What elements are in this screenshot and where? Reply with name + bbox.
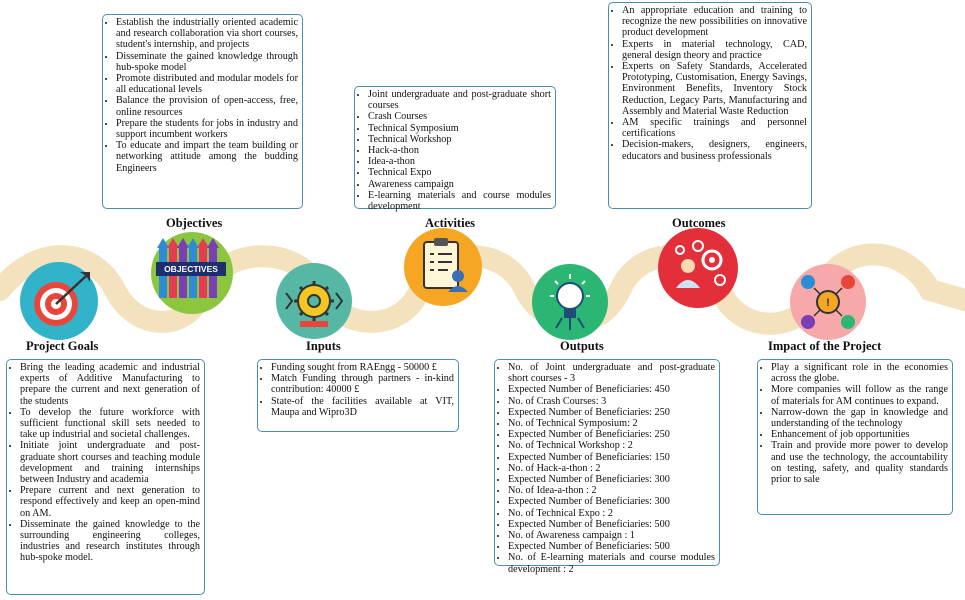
list-item: Expected Number of Beneficiaries: 300 [508,474,715,485]
list-item: To develop the future workforce with suf… [20,407,200,441]
inputs-box: Funding sought from RAEngg - 50000 £ Mat… [257,359,459,432]
list-item: No. of Idea-a-thon : 2 [508,485,715,496]
list-item: No. of Joint undergraduate and post-grad… [508,362,715,384]
outcomes-title: Outcomes [672,216,726,230]
outputs-circle [532,264,608,340]
list-item: Decision-makers, designers, engineers, e… [622,139,807,161]
inputs-circle [276,263,352,339]
list-item: Enhancement of job opportunities [771,429,948,440]
goals-box: Bring the leading academic and industria… [6,359,205,595]
goals-circle [20,262,98,340]
objectives-title: Objectives [166,216,223,230]
inputs-list: Funding sought from RAEngg - 50000 £ Mat… [262,362,454,418]
activities-circle [404,228,482,306]
objectives-box: Establish the industrially oriented acad… [102,14,303,209]
impact-network-icon: ! [801,275,855,329]
activities-list: Joint undergraduate and post-graduate sh… [359,89,551,212]
list-item: No. of Technical Expo : 2 [508,508,715,519]
list-item: No. of E-learning materials and course m… [508,552,715,574]
person-gears-icon [675,240,726,288]
list-item: To educate and impart the team building … [116,140,298,174]
list-item: Prepare current and next generation to r… [20,485,200,519]
list-item: Technical Workshop [368,134,551,145]
list-item: State-of the facilities available at VIT… [271,396,454,418]
objectives-icon-label: OBJECTIVES [164,264,218,274]
gear-process-icon [285,281,344,327]
list-item: Expected Number of Beneficiaries: 500 [508,519,715,530]
list-item: No. of Crash Courses: 3 [508,396,715,407]
list-item: Expected Number of Beneficiaries: 450 [508,384,715,395]
list-item: Experts on Safety Standards, Accelerated… [622,61,807,117]
list-item: No. of Hack-a-thon : 2 [508,463,715,474]
list-item: Awareness campaign [368,179,551,190]
activities-title: Activities [425,216,475,230]
list-item: Expected Number of Beneficiaries: 500 [508,541,715,552]
activities-box: Joint undergraduate and post-graduate sh… [354,86,556,212]
impact-title: Impact of the Project [768,339,882,353]
lightbulb-icon [550,274,590,330]
list-item: Funding sought from RAEngg - 50000 £ [271,362,454,373]
list-item: More companies will follow as the range … [771,384,948,406]
list-item: Prepare the students for jobs in industr… [116,118,298,140]
list-item: E-learning materials and course modules … [368,190,551,212]
list-item: Play a significant role in the economies… [771,362,948,384]
objectives-circle: OBJECTIVES [151,232,233,314]
list-item: Train and provide more power to develop … [771,440,948,485]
outcomes-box: An appropriate education and training to… [608,2,812,209]
list-item: Promote distributed and modular models f… [116,73,298,95]
list-item: Establish the industrially oriented acad… [116,17,298,51]
list-item: Disseminate the gained knowledge to the … [20,519,200,564]
outcomes-circle [658,228,738,308]
list-item: Expected Number of Beneficiaries: 300 [508,496,715,507]
inputs-title: Inputs [306,339,341,353]
clipboard-person-icon [423,238,468,292]
list-item: No. of Technical Symposium: 2 [508,418,715,429]
list-item: Match Funding through partners - in-kind… [271,373,454,395]
list-item: Bring the leading academic and industria… [20,362,200,407]
objectives-arrows-icon [156,238,226,298]
list-item: Expected Number of Beneficiaries: 250 [508,429,715,440]
list-item: Technical Symposium [368,123,551,134]
outputs-title: Outputs [560,339,604,353]
svg-text:!: ! [826,297,830,309]
list-item: Idea-a-thon [368,156,551,167]
impact-circle: ! [790,264,866,340]
impact-box: Play a significant role in the economies… [757,359,953,515]
target-icon [34,272,90,326]
list-item: Experts in material technology, CAD, gen… [622,39,807,61]
list-item: Joint undergraduate and post-graduate sh… [368,89,551,111]
list-item: Technical Expo [368,167,551,178]
list-item: An appropriate education and training to… [622,5,807,39]
list-item: No. of Awareness campaign : 1 [508,530,715,541]
list-item: Disseminate the gained knowledge through… [116,51,298,73]
list-item: No. of Technical Workshop : 2 [508,440,715,451]
list-item: AM specific trainings and personnel cert… [622,117,807,139]
outcomes-list: An appropriate education and training to… [613,5,807,162]
list-item: Hack-a-thon [368,145,551,156]
list-item: Narrow-down the gap in knowledge and und… [771,407,948,429]
list-item: Crash Courses [368,111,551,122]
list-item: Initiate joint undergraduate and post-gr… [20,440,200,485]
list-item: Balance the provision of open-access, fr… [116,95,298,117]
goals-title: Project Goals [26,339,99,353]
outputs-box: No. of Joint undergraduate and post-grad… [494,359,720,575]
outputs-list: No. of Joint undergraduate and post-grad… [499,362,715,575]
goals-list: Bring the leading academic and industria… [11,362,200,564]
impact-list: Play a significant role in the economies… [762,362,948,485]
objectives-list: Establish the industrially oriented acad… [107,17,298,174]
list-item: Expected Number of Beneficiaries: 250 [508,407,715,418]
list-item: Expected Number of Beneficiaries: 150 [508,452,715,463]
